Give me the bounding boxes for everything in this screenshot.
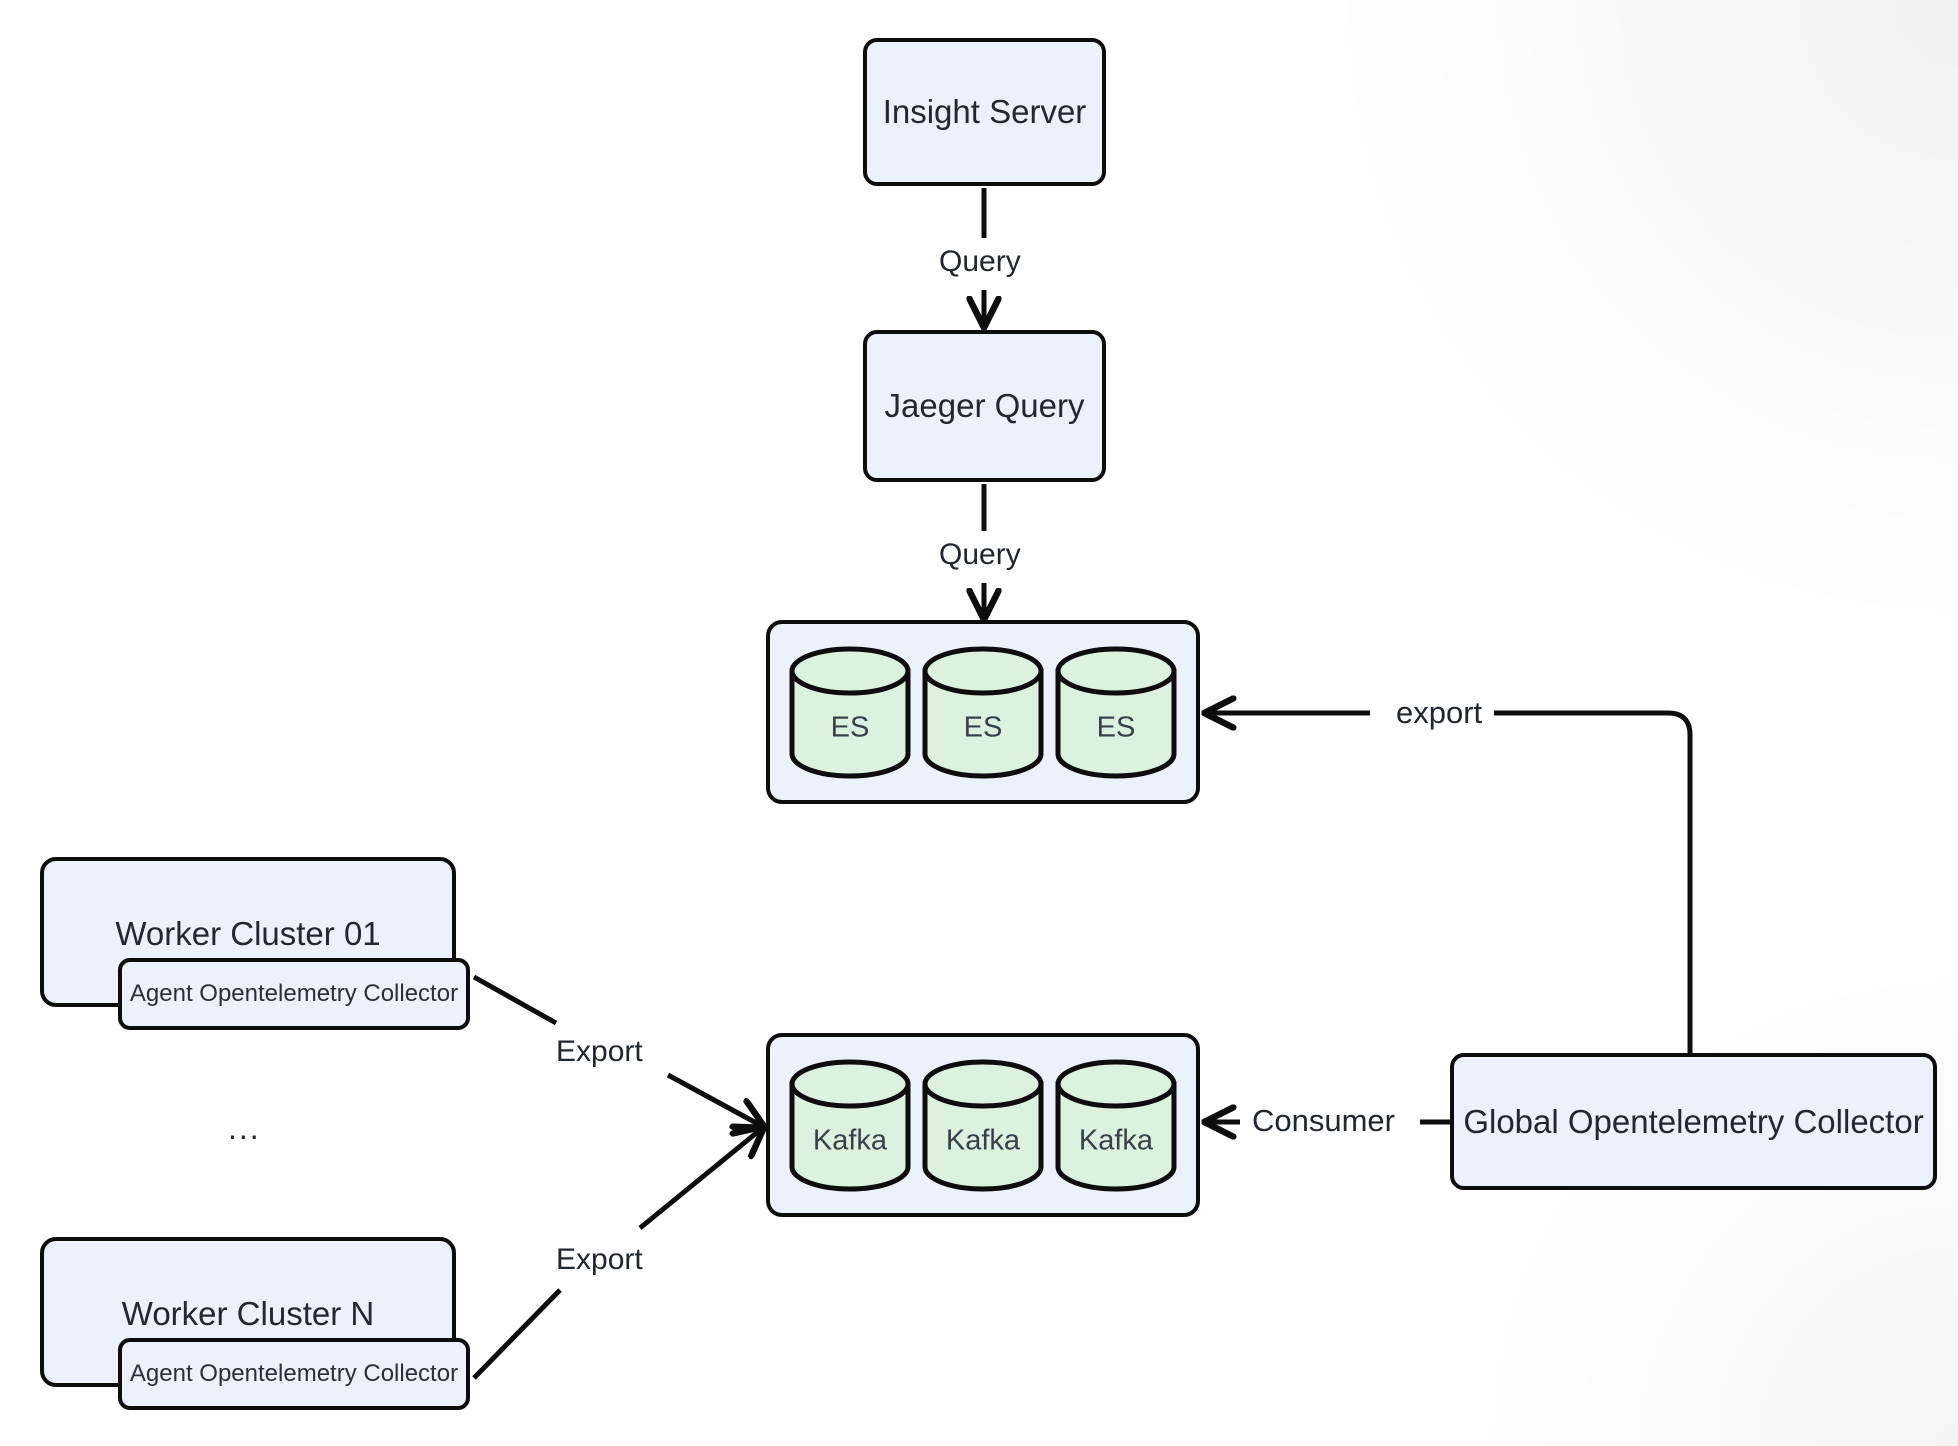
node-es-cluster[interactable]: ES ES ES [766,620,1200,804]
es-cylinder-row: ES ES ES [784,624,1182,800]
node-insight-server-label: Insight Server [882,93,1087,131]
cylinder-es-1-label: ES [830,711,870,744]
cylinder-kafka-3-label: Kafka [1078,1124,1154,1157]
node-jaeger-query[interactable]: Jaeger Query [863,330,1106,482]
edge-export-to-kafka-top [666,1072,760,1125]
cylinder-es-3-label: ES [1096,711,1136,744]
edge-export-to-kafka-bottom [638,1130,760,1230]
cylinder-es-1[interactable]: ES [784,645,917,780]
node-insight-server[interactable]: Insight Server [863,38,1106,186]
node-global-opentelemetry-collector-label: Global Opentelemetry Collector [1463,1102,1924,1140]
node-agent-collector-n[interactable]: Agent Opentelemetry Collector [118,1338,470,1410]
node-agent-collector-01[interactable]: Agent Opentelemetry Collector [118,958,470,1030]
edge-label-jaeger-to-es: Query [939,538,1021,571]
node-global-opentelemetry-collector[interactable]: Global Opentelemetry Collector [1450,1053,1937,1190]
cylinder-kafka-2-label: Kafka [945,1124,1021,1157]
edge-global-to-es-right [1494,710,1693,1053]
edge-label-global-to-es: export [1396,695,1483,730]
node-worker-cluster-01-label: Worker Cluster 01 [115,915,381,952]
worker-cluster-ellipsis: ... [228,1110,261,1146]
edge-agentn-to-export [472,1288,562,1380]
cylinder-es-3[interactable]: ES [1050,645,1183,780]
node-agent-collector-01-label: Agent Opentelemetry Collector [129,980,459,1007]
node-worker-cluster-n-label: Worker Cluster N [121,1295,375,1332]
edge-label-insight-to-jaeger: Query [939,245,1021,278]
edge-label-global-to-kafka: Consumer [1252,1103,1395,1138]
kafka-cylinder-row: Kafka Kafka Kafka [784,1037,1182,1213]
node-kafka-cluster[interactable]: Kafka Kafka Kafka [766,1033,1200,1217]
node-agent-collector-n-label: Agent Opentelemetry Collector [129,1360,459,1387]
cylinder-es-2-label: ES [963,711,1003,744]
edge-agent01-to-export [472,974,558,1026]
cylinder-kafka-3[interactable]: Kafka [1050,1058,1183,1193]
edge-label-agentn-to-kafka: Export [556,1243,643,1276]
node-jaeger-query-label: Jaeger Query [884,387,1085,425]
cylinder-kafka-1[interactable]: Kafka [784,1058,917,1193]
cylinder-es-2[interactable]: ES [917,645,1050,780]
edge-label-agent01-to-kafka: Export [556,1035,643,1068]
cylinder-kafka-2[interactable]: Kafka [917,1058,1050,1193]
cylinder-kafka-1-label: Kafka [812,1124,888,1157]
